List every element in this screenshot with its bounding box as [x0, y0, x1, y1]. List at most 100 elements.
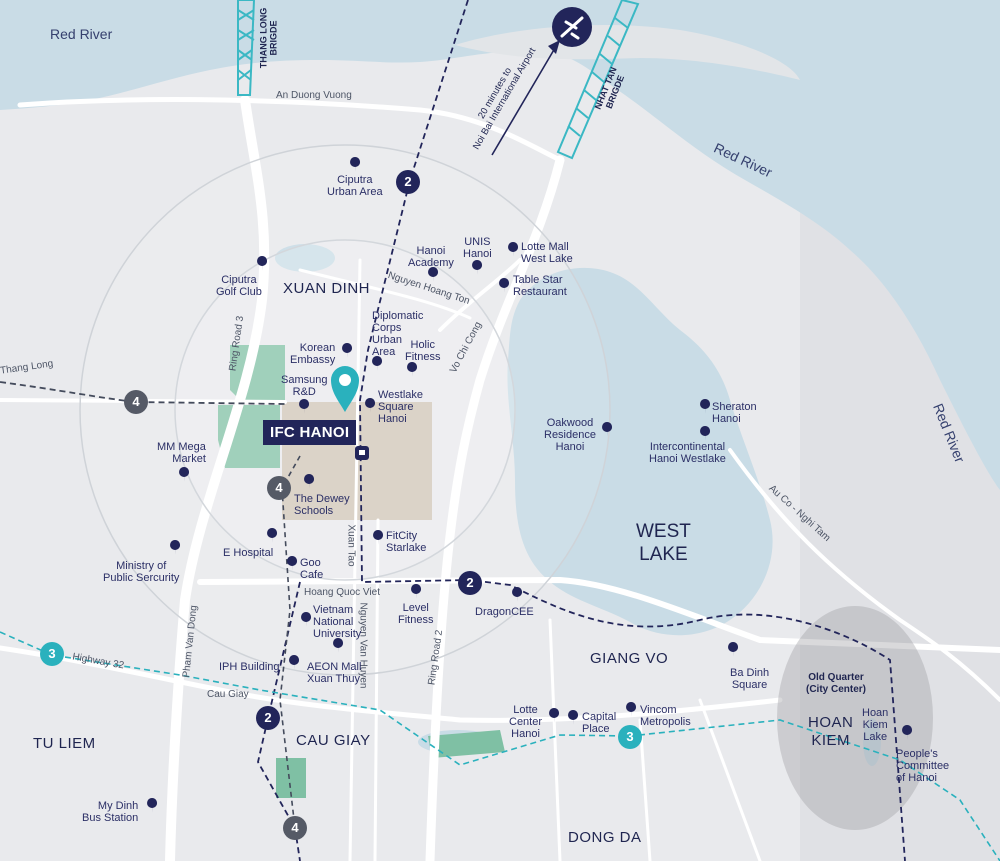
- poi-label[interactable]: Vincom Metropolis: [640, 704, 691, 728]
- pin-intercontinental: [700, 426, 711, 441]
- poi-label[interactable]: Ciputra Urban Area: [327, 174, 383, 198]
- pin-oakwood: [602, 422, 613, 437]
- poi-label[interactable]: Westlake Square Hanoi: [378, 389, 424, 425]
- pin-unis-hanoi: [472, 260, 483, 275]
- station-glyph: [359, 450, 365, 455]
- pin-fitcity: [373, 530, 384, 545]
- poi-label[interactable]: Korean Embassy: [290, 342, 336, 366]
- poi-label[interactable]: Ciputra Golf Club: [216, 274, 262, 298]
- poi-label[interactable]: Hanoi Academy: [408, 245, 454, 269]
- road-label: Cau Giay: [207, 689, 249, 700]
- pin-ciputra-urban-area: [350, 157, 361, 172]
- pin-lotte-center: [549, 708, 560, 723]
- poi-label[interactable]: Level Fitness: [398, 602, 434, 626]
- airplane-glyph: [560, 16, 584, 40]
- pin-korean-embassy: [342, 343, 353, 358]
- airport-arrow: [491, 47, 556, 156]
- pin-vincom: [626, 702, 637, 717]
- poi-label[interactable]: Sheraton Hanoi: [712, 401, 757, 425]
- metro-badge-line-4[interactable]: 4: [267, 476, 291, 500]
- pin-aeon: [333, 638, 344, 653]
- red-river: [0, 0, 1000, 490]
- poi-label[interactable]: AEON Mall Xuan Thuy: [307, 661, 362, 685]
- poi-label[interactable]: The Dewey Schools: [294, 493, 350, 517]
- district-label: HOAN KIEM: [808, 714, 854, 749]
- poi-label[interactable]: Samsung R&D: [281, 374, 328, 398]
- poi-label[interactable]: Table Star Restaurant: [513, 274, 567, 298]
- pin-ministry: [170, 540, 181, 555]
- poi-label[interactable]: Oakwood Residence Hanoi: [544, 417, 596, 453]
- metro-badge-line-4[interactable]: 4: [124, 390, 148, 414]
- poi-label[interactable]: People's Committee of Hanoi: [896, 748, 950, 784]
- pin-holic: [407, 362, 418, 377]
- poi-label[interactable]: Lotte Center Hanoi: [509, 704, 543, 740]
- pin-ciputra-golf: [257, 256, 268, 271]
- pin-diplomatic: [372, 356, 383, 371]
- poi-label[interactable]: DragonCEE: [475, 606, 534, 618]
- map-pin-teal-icon[interactable]: [331, 366, 359, 412]
- water-label: Red River: [50, 26, 113, 42]
- district-label: TU LIEM: [33, 735, 96, 752]
- old-quarter-label: Old Quarter (City Center): [806, 672, 867, 695]
- pin-my-dinh: [147, 798, 158, 813]
- poi-label[interactable]: Vietnam National University: [313, 604, 362, 640]
- poi-markers: [147, 157, 913, 813]
- bridge-label: THANG LONG BRIGDE: [258, 7, 279, 69]
- metro-badge-line-2[interactable]: 2: [458, 571, 482, 595]
- poi-label[interactable]: Ba Dinh Square: [730, 667, 770, 691]
- park-cau-giay: [428, 730, 505, 758]
- thang-long-bridge: [237, 0, 256, 96]
- park-south: [276, 758, 306, 798]
- metro-badge-line-4[interactable]: 4: [283, 816, 307, 840]
- pin-dewey: [304, 474, 315, 489]
- district-label: XUAN DINH: [283, 280, 371, 297]
- metro-badge-line-2[interactable]: 2: [396, 170, 420, 194]
- poi-label[interactable]: Ministry of Public Sercurity: [103, 560, 180, 584]
- pin-ba-dinh: [728, 642, 739, 657]
- metro-badge-line-3[interactable]: 3: [40, 642, 64, 666]
- metro-badge-line-2[interactable]: 2: [256, 706, 280, 730]
- pin-peoples-committee: [902, 725, 913, 740]
- pin-mm-mega: [179, 467, 190, 482]
- poi-label[interactable]: FitCity Starlake: [386, 530, 427, 554]
- metro-line-3: [0, 631, 1000, 861]
- map-pin-dot: [339, 374, 351, 386]
- pin-lotte-mall: [508, 242, 519, 257]
- poi-label[interactable]: Holic Fitness: [405, 339, 441, 363]
- metro-line-2-east: [359, 0, 906, 861]
- district-label: DONG DA: [568, 829, 642, 846]
- metro-badge-line-3[interactable]: 3: [618, 725, 642, 749]
- pin-samsung: [299, 399, 310, 414]
- district-label: GIANG VO: [590, 650, 669, 667]
- poi-label[interactable]: E Hospital: [223, 547, 274, 559]
- road-label: Hoang Quoc Viet: [304, 587, 380, 598]
- poi-label[interactable]: Capital Place: [582, 711, 617, 735]
- poi-label[interactable]: Hoan Kiem Lake: [862, 707, 889, 743]
- poi-label[interactable]: MM Mega Market: [157, 441, 206, 465]
- pin-goo-cafe: [287, 556, 298, 571]
- district-label: CAU GIAY: [296, 732, 371, 749]
- poi-label[interactable]: Intercontinental Hanoi Westlake: [649, 441, 726, 465]
- pin-vnu: [301, 612, 312, 627]
- poi-label[interactable]: Lotte Mall West Lake: [521, 241, 573, 265]
- pin-dragoncee: [512, 587, 523, 602]
- pin-table-star: [499, 278, 510, 293]
- poi-label[interactable]: My Dinh Bus Station: [82, 800, 139, 824]
- poi-label[interactable]: UNIS Hanoi: [463, 236, 492, 260]
- pond-north: [275, 244, 335, 272]
- nhat-tan-bridge: [556, 0, 640, 160]
- pin-hanoi-academy: [428, 267, 439, 282]
- ifc-hanoi-label[interactable]: IFC HANOI: [263, 420, 357, 445]
- poi-label[interactable]: IPH Building: [219, 661, 280, 673]
- truc-bach-lake: [696, 534, 741, 577]
- hoan-kiem-lake-water: [863, 718, 881, 766]
- road-network: [0, 95, 1000, 861]
- poi-label[interactable]: Goo Cafe: [300, 557, 324, 581]
- pin-level: [411, 584, 422, 599]
- river-island: [455, 25, 800, 80]
- poi-label[interactable]: Diplomatic Corps Urban Area: [372, 310, 424, 358]
- pin-capital-place: [568, 710, 579, 725]
- pin-sheraton: [700, 399, 711, 414]
